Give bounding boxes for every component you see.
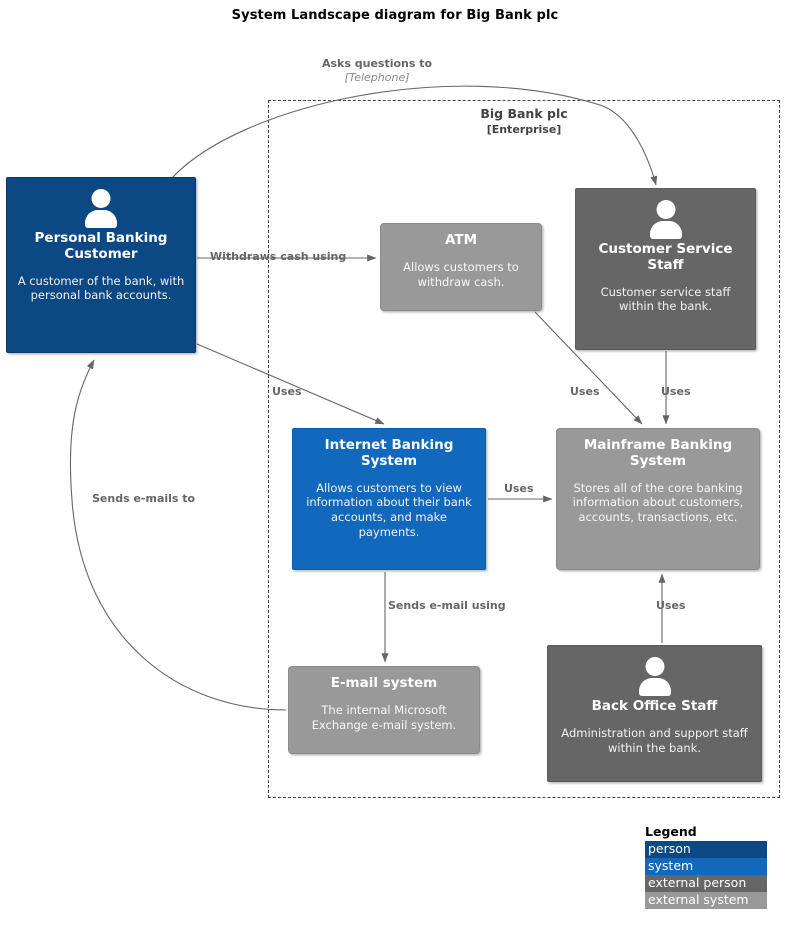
node-title: E-mail system	[330, 675, 438, 691]
edge-label-asks-questions-to: Asks questions to [Telephone]	[322, 57, 432, 86]
node-title: Back Office Staff	[591, 698, 718, 714]
legend-item-person: person	[645, 841, 767, 858]
edge-label-technology: [Telephone]	[344, 71, 410, 85]
edge-label-back-office-uses-mainframe: Uses	[656, 599, 686, 612]
enterprise-boundary-name: Big Bank plc	[480, 106, 568, 121]
page-title: System Landscape diagram for Big Bank pl…	[231, 8, 559, 23]
node-title: ATM	[444, 232, 478, 248]
person-icon	[633, 657, 677, 696]
node-internet-banking-system[interactable]: Internet Banking System Allows customers…	[292, 428, 486, 570]
edge-label-customer-service-uses-mainframe: Uses	[661, 385, 691, 398]
node-description: Stores all of the core banking informati…	[572, 480, 744, 525]
edge-label-text: Asks questions to	[322, 57, 433, 70]
node-title: Mainframe Banking System	[583, 437, 733, 469]
node-description: Allows customers to view information abo…	[306, 480, 472, 539]
legend: Legend person system external person ext…	[645, 824, 767, 909]
edge-label-withdraws-cash-using: Withdraws cash using	[210, 250, 347, 263]
node-email-system[interactable]: E-mail system The internal Microsoft Exc…	[288, 666, 480, 754]
node-customer-service-staff[interactable]: Customer Service Staff Customer service …	[575, 188, 756, 350]
edge-label-internet-banking-uses-mainframe: Uses	[504, 482, 534, 495]
node-description: The internal Microsoft Exchange e-mail s…	[311, 702, 457, 732]
node-description: Customer service staff within the bank.	[600, 284, 731, 314]
edge-label-atm-uses-mainframe: Uses	[570, 385, 600, 398]
node-description: Administration and support staff within …	[561, 725, 748, 755]
node-title: Internet Banking System	[324, 437, 454, 469]
node-mainframe-banking-system[interactable]: Mainframe Banking System Stores all of t…	[556, 428, 760, 570]
edge-label-customer-uses-internet-banking: Uses	[272, 385, 302, 398]
enterprise-boundary-label: Big Bank plc [Enterprise]	[268, 106, 780, 138]
node-back-office-staff[interactable]: Back Office Staff Administration and sup…	[547, 645, 762, 782]
person-icon	[644, 200, 688, 239]
node-atm[interactable]: ATM Allows customers to withdraw cash.	[380, 223, 542, 311]
node-personal-banking-customer[interactable]: Personal Banking Customer A customer of …	[6, 177, 196, 353]
legend-item-external-person: external person	[645, 875, 767, 892]
node-description: A customer of the bank, with personal ba…	[17, 273, 185, 303]
node-description: Allows customers to withdraw cash.	[403, 259, 519, 289]
edge-label-sends-emails-to: Sends e-mails to	[92, 492, 196, 505]
enterprise-boundary-type: [Enterprise]	[486, 122, 562, 136]
node-title: Personal Banking Customer	[34, 230, 168, 262]
edge-label-sends-email-using: Sends e-mail using	[388, 599, 506, 612]
node-title: Customer Service Staff	[598, 241, 733, 273]
legend-item-system: system	[645, 858, 767, 875]
legend-item-external-system: external system	[645, 892, 767, 909]
legend-title: Legend	[645, 824, 697, 839]
person-icon	[79, 189, 123, 228]
